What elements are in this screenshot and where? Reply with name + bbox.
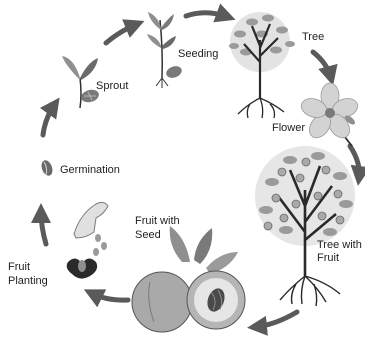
- sprout-icon: [62, 56, 100, 108]
- label-tree-with-fruit-line-1: Tree with: [317, 239, 362, 252]
- arrow-planting-to-germination: [41, 211, 46, 244]
- label-fruit-planting-line-2: Planting: [8, 275, 48, 288]
- label-fruit-planting-line-1: Fruit: [8, 261, 30, 274]
- label-tree-with-fruit-line-2: Fruit: [317, 252, 339, 265]
- arrow-fruit-tree-to-fruit: [255, 312, 297, 327]
- label-flower: Flower: [272, 122, 305, 135]
- arrow-flower-to-fruit-tree: [350, 146, 359, 178]
- fruit-planting-icon: [67, 202, 108, 278]
- label-sprout: Sprout: [96, 80, 128, 93]
- arrow-germination-to-sprout: [43, 104, 55, 135]
- label-fruit-with-seed-line-1: Fruit with: [135, 215, 180, 228]
- young-tree-icon: [229, 12, 295, 118]
- label-tree: Tree: [302, 31, 324, 44]
- germination-seed-icon: [40, 159, 55, 177]
- label-seeding: Seeding: [178, 48, 218, 61]
- label-germination: Germination: [60, 164, 120, 177]
- arrow-sprout-to-seeding: [106, 24, 137, 43]
- fruit-tree-icon: [255, 146, 355, 306]
- label-fruit-with-seed-line-2: Seed: [135, 229, 161, 242]
- arrow-fruit-to-planting: [91, 293, 128, 300]
- arrow-seeding-to-tree: [186, 13, 228, 17]
- arrow-tree-to-flower: [313, 52, 331, 78]
- flower-icon: [299, 83, 360, 146]
